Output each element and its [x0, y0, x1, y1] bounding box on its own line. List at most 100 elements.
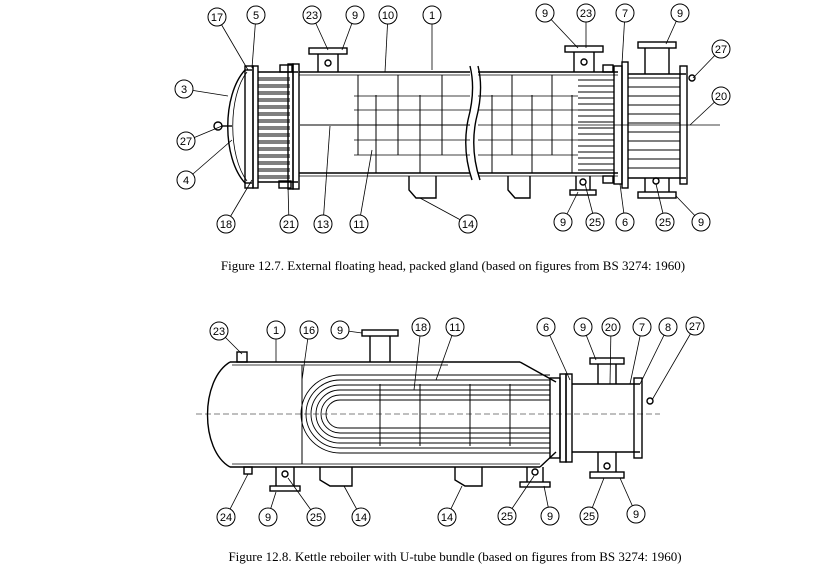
- callout-bubble: 14: [437, 507, 457, 527]
- callout-bubble: 27: [176, 131, 196, 151]
- figure-12-8-caption: Figure 12.8. Kettle reboiler with U-tube…: [228, 549, 682, 564]
- callout-bubble: 14: [458, 214, 478, 234]
- callout-number: 20: [715, 91, 727, 103]
- callout-number: 11: [449, 322, 460, 334]
- callout-number: 14: [355, 512, 367, 524]
- callout-number: 1: [429, 10, 435, 22]
- callout-bubble: 9: [535, 3, 555, 23]
- callout-number: 27: [180, 136, 192, 148]
- callout-number: 21: [283, 219, 295, 231]
- callout-number: 16: [303, 325, 315, 337]
- callout-number: 25: [310, 512, 322, 524]
- callout-number: 18: [220, 219, 232, 231]
- callout-bubble: 9: [553, 212, 573, 232]
- callout-bubble: 8: [658, 317, 678, 337]
- callout-number: 6: [543, 322, 549, 334]
- callout-bubble: 18: [411, 317, 431, 337]
- callout-number: 25: [659, 217, 671, 229]
- callout-number: 13: [317, 219, 329, 231]
- callout-number: 20: [605, 322, 617, 334]
- callout-bubble: 9: [345, 5, 365, 25]
- callout-bubble: 9: [258, 507, 278, 527]
- callout-bubble: 23: [209, 321, 229, 341]
- callout-number: 11: [353, 219, 364, 231]
- callout-number: 25: [589, 217, 601, 229]
- callout-bubble: 20: [711, 86, 731, 106]
- callout-number: 14: [462, 219, 474, 231]
- callout-number: 4: [183, 175, 189, 187]
- callout-number: 7: [622, 8, 628, 20]
- callout-bubble: 6: [615, 212, 635, 232]
- callout-number: 6: [622, 217, 628, 229]
- callout-bubble: 25: [579, 506, 599, 526]
- figure-12-7-caption: Figure 12.7. External floating head, pac…: [220, 258, 686, 273]
- callout-bubble: 27: [685, 316, 705, 336]
- callout-number: 23: [213, 326, 225, 338]
- callout-number: 9: [560, 217, 566, 229]
- callout-bubble: 23: [302, 5, 322, 25]
- callout-bubble: 4: [176, 170, 196, 190]
- callout-number: 9: [698, 217, 704, 229]
- callout-number: 27: [715, 44, 727, 56]
- callout-bubble: 7: [632, 317, 652, 337]
- callout-number: 9: [352, 10, 358, 22]
- callout-bubble: 25: [497, 506, 517, 526]
- callout-bubble: 9: [540, 506, 560, 526]
- callout-bubble: 1: [266, 320, 286, 340]
- callout-bubble: 21: [279, 214, 299, 234]
- figure-12-7-callouts: 17 5 23 9 10 1 9 23 7 9 27 3 20 27 4 18 21 13 11 14 9 25 6 25 9: [174, 3, 731, 234]
- callout-bubble: 11: [445, 317, 465, 337]
- callout-number: 9: [633, 509, 639, 521]
- callout-bubble: 17: [207, 7, 227, 27]
- callout-bubble: 9: [626, 504, 646, 524]
- callout-number: 9: [337, 325, 343, 337]
- callout-number: 17: [211, 12, 223, 24]
- callout-number: 18: [415, 322, 427, 334]
- callout-number: 14: [441, 512, 453, 524]
- callout-bubble: 14: [351, 507, 371, 527]
- callout-bubble: 16: [299, 320, 319, 340]
- callout-bubble: 24: [216, 507, 236, 527]
- callout-bubble: 9: [330, 320, 350, 340]
- figure-12-8-drawing: [196, 329, 660, 492]
- callout-bubble: 27: [711, 39, 731, 59]
- callout-number: 9: [677, 8, 683, 20]
- callout-bubble: 6: [536, 317, 556, 337]
- callout-bubble: 9: [573, 317, 593, 337]
- callout-number: 9: [547, 511, 553, 523]
- callout-number: 23: [306, 10, 318, 22]
- callout-bubble: 3: [174, 79, 194, 99]
- callout-number: 5: [253, 10, 259, 22]
- callout-bubble: 25: [306, 507, 326, 527]
- callout-number: 7: [639, 322, 645, 334]
- callout-bubble: 10: [378, 5, 398, 25]
- callout-bubble: 25: [585, 212, 605, 232]
- callout-bubble: 11: [349, 214, 369, 234]
- callout-bubble: 18: [216, 214, 236, 234]
- callout-bubble: 13: [313, 214, 333, 234]
- callout-number: 9: [580, 322, 586, 334]
- callout-number: 25: [501, 511, 513, 523]
- figure-12-7-drawing: [213, 41, 720, 199]
- callout-bubble: 7: [615, 3, 635, 23]
- callout-number: 10: [382, 10, 394, 22]
- callout-bubble: 9: [670, 3, 690, 23]
- callout-number: 8: [665, 322, 671, 334]
- callout-bubble: 23: [576, 3, 596, 23]
- callout-bubble: 1: [422, 5, 442, 25]
- callout-bubble: 25: [655, 212, 675, 232]
- callout-number: 23: [580, 8, 592, 20]
- callout-number: 27: [689, 321, 701, 333]
- callout-number: 25: [583, 511, 595, 523]
- callout-number: 9: [265, 512, 271, 524]
- callout-number: 3: [181, 84, 187, 96]
- callout-bubble: 9: [691, 212, 711, 232]
- callout-number: 9: [542, 8, 548, 20]
- callout-bubble: 5: [246, 5, 266, 25]
- callout-number: 1: [273, 325, 279, 337]
- callout-bubble: 20: [601, 317, 621, 337]
- callout-number: 24: [220, 512, 232, 524]
